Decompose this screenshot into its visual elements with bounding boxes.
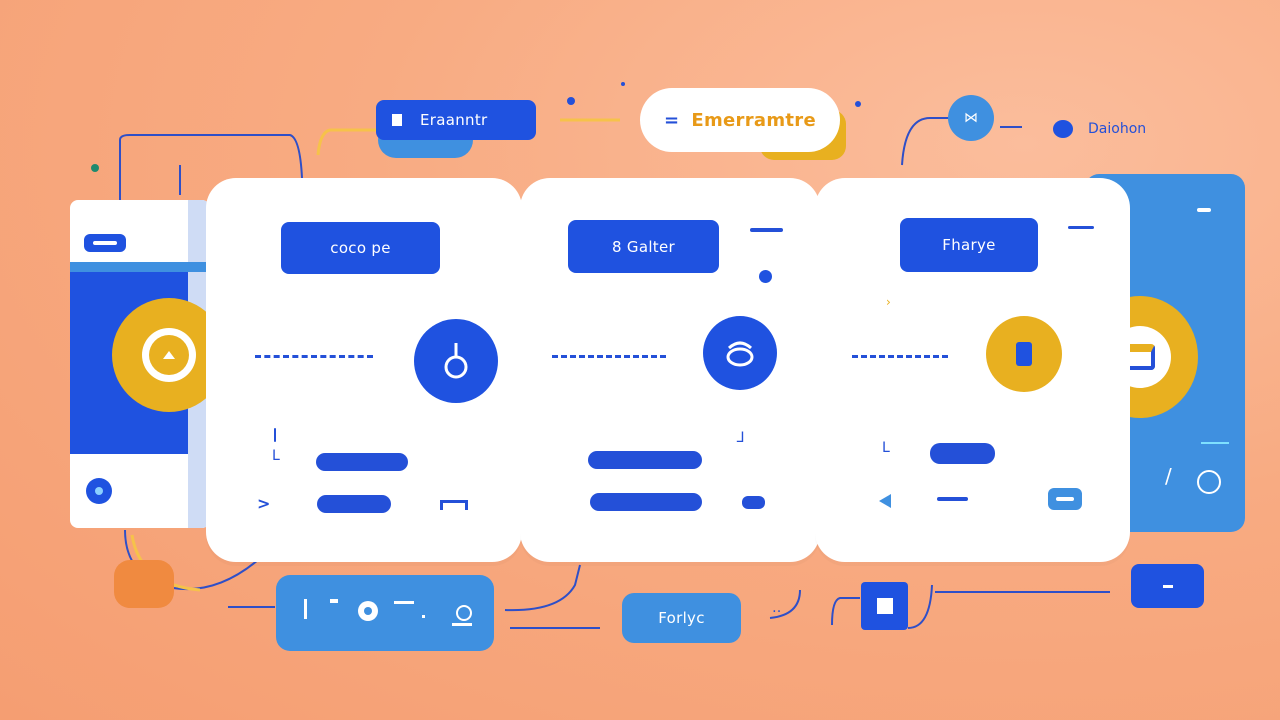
bottom-square-button[interactable]: [861, 582, 908, 630]
right-panel-target-button[interactable]: [1197, 470, 1221, 494]
card-2-bar-2: [590, 493, 702, 511]
top-right-label: Daiohon: [1088, 121, 1147, 137]
top-chip-center[interactable]: = Emerramtre: [640, 88, 840, 152]
card-2-circle-button[interactable]: [703, 316, 777, 390]
card-2-bar-1: [588, 451, 702, 469]
square-icon: [392, 114, 402, 126]
refresh-icon: [726, 341, 754, 367]
bottom-toolbar[interactable]: [276, 575, 494, 651]
card-1-header-button[interactable]: coco pe: [281, 222, 440, 274]
card-3-bar-1: [930, 443, 995, 464]
top-chip-left-label: Eraanntr: [420, 111, 488, 129]
top-chip-left[interactable]: Eraanntr: [376, 100, 536, 140]
status-dot: [1053, 120, 1073, 138]
record-icon: [358, 601, 378, 621]
menu-icon: =: [664, 109, 680, 131]
card-1-bracket-icon: [440, 500, 468, 510]
stop-icon: [876, 598, 893, 614]
left-panel-toggle[interactable]: [84, 234, 126, 252]
card-3-small-button[interactable]: [1048, 488, 1082, 510]
bottom-chip[interactable]: Forlyc: [622, 593, 741, 643]
left-panel-divider: [70, 262, 210, 272]
battery-icon: [1016, 342, 1032, 366]
bottom-left-shadow: [114, 560, 174, 608]
card-2-header-label: 8 Galter: [612, 237, 675, 256]
card-1-bar-2: [317, 495, 391, 513]
card-1-circle-button[interactable]: [414, 319, 498, 403]
bowtie-icon: ⋈: [964, 110, 978, 126]
card-1-chevron-icon: >: [257, 494, 271, 513]
card-3-circle-button[interactable]: [986, 316, 1062, 392]
card-3-header-label: Fharye: [942, 236, 996, 254]
left-panel-info-button[interactable]: [86, 478, 112, 504]
card-2-dashed-line: [552, 355, 666, 361]
dot-icon: [95, 487, 103, 495]
ring-icon: [456, 605, 472, 621]
bottom-right-button[interactable]: [1131, 564, 1204, 608]
card-2-header-button[interactable]: 8 Galter: [568, 220, 719, 273]
triangle-up-icon: [163, 351, 175, 359]
bowtie-button[interactable]: ⋈: [948, 95, 994, 141]
card-2-dot: [759, 270, 772, 283]
lollipop-icon: [444, 343, 468, 379]
top-chip-center-label: Emerramtre: [691, 109, 816, 131]
bottom-chip-label: Forlyc: [658, 609, 705, 627]
slash-mark: /: [1165, 464, 1172, 488]
card-1-header-label: coco pe: [330, 239, 391, 257]
card-3-left-arrow-icon: [879, 494, 891, 508]
card-3-dashed-line: [852, 355, 948, 361]
card-3-header-button[interactable]: Fharye: [900, 218, 1038, 272]
card-1-bar-1: [316, 453, 408, 471]
card-1-dashed-line: [255, 355, 373, 361]
